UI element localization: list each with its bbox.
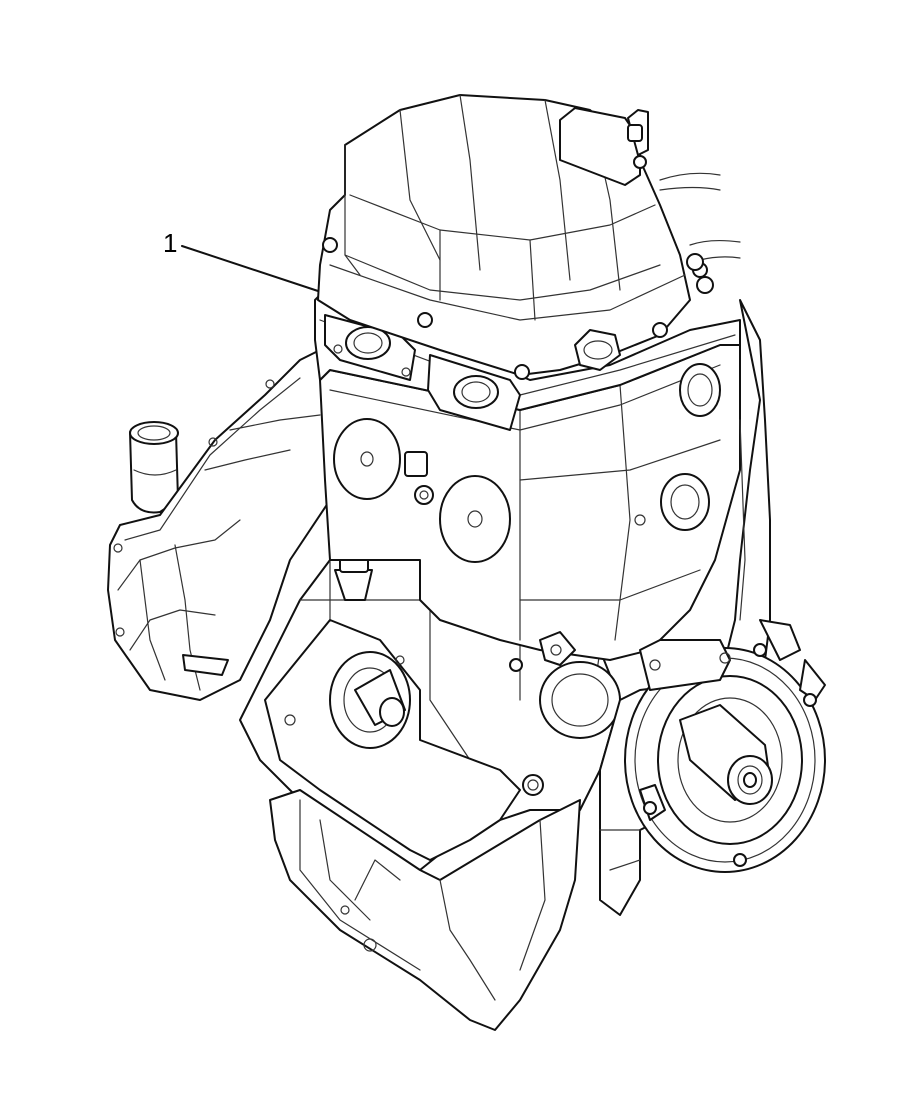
callout-1-label[interactable]: 1 xyxy=(163,228,177,258)
engine-assembly xyxy=(107,94,826,1031)
drive-flange xyxy=(624,619,826,873)
cylinder-head xyxy=(314,289,741,431)
crankcase-right-upper xyxy=(509,631,731,691)
cylinder-block xyxy=(319,344,741,661)
coolant-outlet xyxy=(129,421,179,514)
callout-1[interactable]: 1 xyxy=(163,228,319,292)
oil-pan xyxy=(269,789,581,1031)
mount-bracket xyxy=(264,619,621,861)
top-sensor xyxy=(559,107,741,294)
clutch-cover xyxy=(107,344,331,701)
callout-1-leader-line xyxy=(181,245,319,292)
